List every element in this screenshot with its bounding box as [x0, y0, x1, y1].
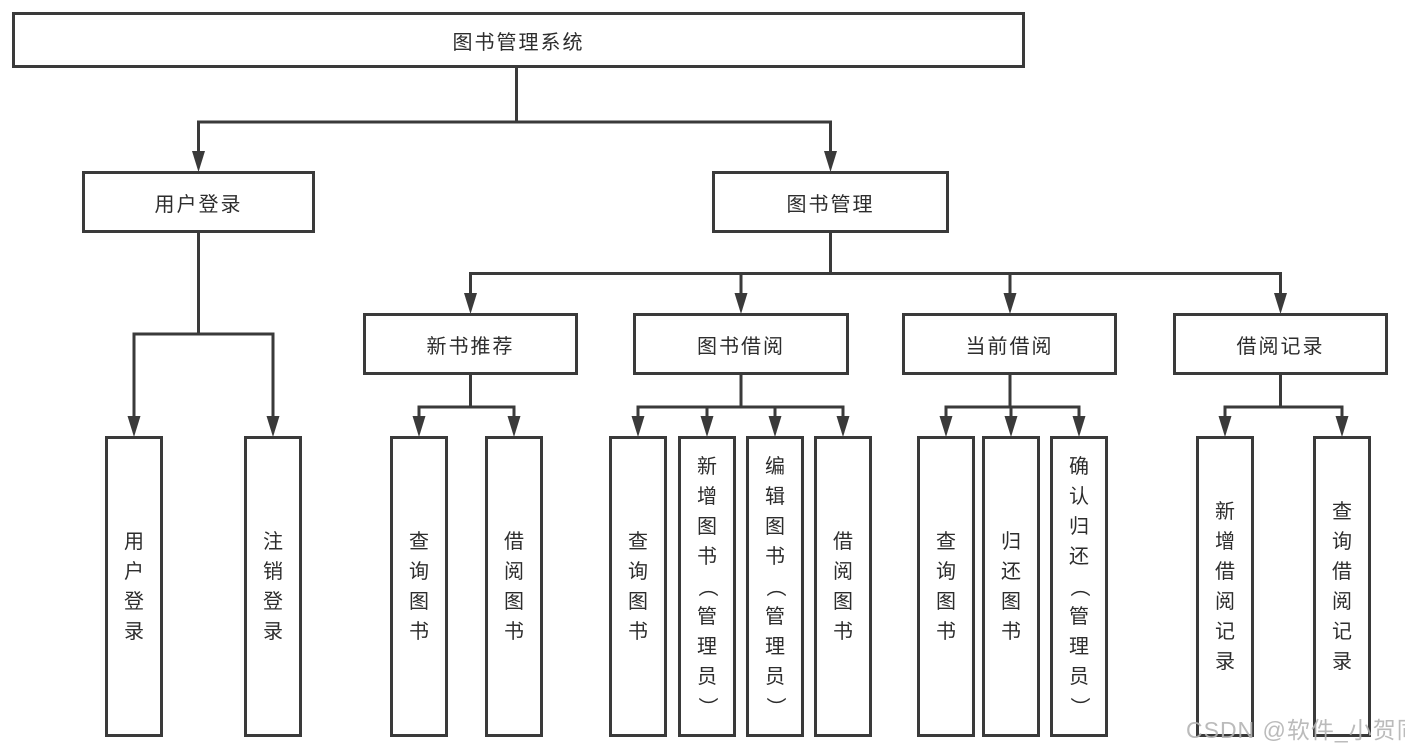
connector-records-split	[1223, 375, 1344, 418]
csdn-watermark: CSDN @软件_小贺同学	[1186, 717, 1405, 743]
node-current-borrow: 当前借阅	[902, 313, 1117, 375]
leaf-query-book-recommend-label: 查询图书	[409, 530, 429, 643]
leaf-borrow-book-recommend-label: 借阅图书	[504, 530, 524, 643]
node-user-login-label: 用户登录	[154, 193, 243, 216]
leaf-user-login: 用户登录	[105, 436, 163, 737]
leaf-query-book-current-label: 查询图书	[936, 530, 956, 643]
leaf-add-borrow-record-label: 新增借阅记录	[1215, 500, 1235, 673]
leaf-confirm-return-admin: 确认归还（管理员）	[1050, 436, 1108, 737]
node-new-book-recommend: 新书推荐	[363, 313, 578, 375]
leaf-borrow-book: 借阅图书	[814, 436, 872, 737]
connector-book-mgmt-to-level2	[469, 233, 1282, 295]
node-current-borrow-label: 当前借阅	[965, 335, 1054, 358]
leaf-return-book: 归还图书	[982, 436, 1040, 737]
leaf-return-book-label: 归还图书	[1001, 530, 1021, 643]
connector-root-to-level1	[197, 68, 832, 153]
node-user-login: 用户登录	[82, 171, 315, 233]
node-book-management: 图书管理	[712, 171, 949, 233]
node-root-label: 图书管理系统	[452, 31, 585, 54]
leaf-query-borrow-record: 查询借阅记录	[1313, 436, 1371, 737]
leaf-borrow-book-recommend: 借阅图书	[485, 436, 543, 737]
leaf-query-book-recommend: 查询图书	[390, 436, 448, 737]
leaf-query-borrow-record-label: 查询借阅记录	[1332, 500, 1352, 673]
leaf-query-book-borrow-label: 查询图书	[628, 530, 648, 643]
leaf-borrow-book-label: 借阅图书	[833, 530, 853, 643]
node-borrow-records-label: 借阅记录	[1236, 335, 1325, 358]
leaf-add-book-admin: 新增图书（管理员）	[678, 436, 736, 737]
connector-user-login-to-leaves	[132, 233, 275, 418]
node-new-book-recommend-label: 新书推荐	[426, 335, 515, 358]
leaf-add-book-admin-label: 新增图书（管理员）	[696, 455, 718, 717]
node-book-borrow: 图书借阅	[633, 313, 849, 375]
node-book-management-label: 图书管理	[786, 193, 875, 216]
leaf-user-login-label: 用户登录	[124, 530, 144, 643]
leaf-edit-book-admin-label: 编辑图书（管理员）	[764, 455, 786, 717]
connector-book-borrow-split	[636, 375, 845, 418]
leaf-add-borrow-record: 新增借阅记录	[1196, 436, 1254, 737]
connector-new-book-split	[417, 375, 516, 418]
leaf-logout-label: 注销登录	[263, 530, 283, 643]
node-borrow-records: 借阅记录	[1173, 313, 1388, 375]
leaf-confirm-return-admin-label: 确认归还（管理员）	[1068, 455, 1090, 717]
node-book-borrow-label: 图书借阅	[697, 335, 785, 358]
leaf-logout: 注销登录	[244, 436, 302, 737]
leaf-query-book-current: 查询图书	[917, 436, 975, 737]
leaf-query-book-borrow: 查询图书	[609, 436, 667, 737]
connector-current-borrow-split	[944, 375, 1081, 418]
leaf-edit-book-admin: 编辑图书（管理员）	[746, 436, 804, 737]
node-root-library-system: 图书管理系统	[12, 12, 1025, 68]
